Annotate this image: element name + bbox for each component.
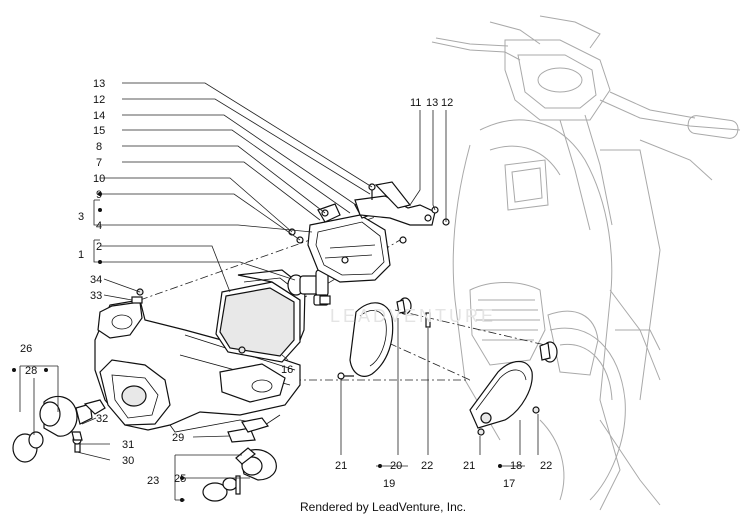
left-indicator: [12, 395, 106, 463]
callout-23: 23: [147, 475, 159, 487]
callout-15: 15: [93, 125, 105, 137]
callout-11: 11: [410, 97, 421, 109]
callout-25: 25: [174, 473, 186, 485]
callout-28: 28: [25, 365, 37, 377]
leader-lines: [19, 82, 539, 501]
callout-31: 31: [122, 439, 134, 451]
callout-30: 30: [122, 455, 134, 467]
callout-21-left: 21: [335, 460, 347, 472]
group-brackets: [12, 192, 502, 502]
callout-13-upper: 13: [426, 97, 438, 109]
callout-20: 20: [390, 460, 402, 472]
callout-19: 19: [383, 478, 395, 490]
watermark: LEADVENTURE: [330, 306, 496, 326]
headlight-bulb: [287, 269, 331, 306]
callout-22-left: 22: [421, 460, 433, 472]
callout-labels: 13 12 14 15 8 7 10 9 3 4 1 2 34 33 11 13…: [20, 78, 552, 490]
callout-12: 12: [93, 94, 105, 106]
side-indicator-right: [469, 341, 558, 436]
callout-21-right: 21: [463, 460, 475, 472]
callout-7: 7: [96, 157, 102, 169]
headlight-housing: [94, 299, 301, 433]
callout-18: 18: [510, 460, 522, 472]
callout-3: 3: [78, 211, 84, 223]
callout-13: 13: [93, 78, 105, 90]
scooter-ghost-outline: [431, 15, 741, 511]
callout-34: 34: [90, 274, 102, 286]
lower-indicator: [202, 417, 277, 502]
front-indicator-left: [337, 297, 431, 380]
callout-29: 29: [172, 432, 184, 444]
callout-17: 17: [503, 478, 515, 490]
callout-10: 10: [93, 173, 105, 185]
callout-33: 33: [90, 290, 102, 302]
callout-14: 14: [93, 110, 105, 122]
callout-2: 2: [96, 241, 102, 253]
callout-4: 4: [96, 220, 102, 232]
callout-9: 9: [96, 189, 102, 201]
callout-12-upper: 12: [441, 97, 453, 109]
callout-26: 26: [20, 343, 32, 355]
callout-22-right: 22: [540, 460, 552, 472]
callout-1: 1: [78, 249, 84, 261]
callout-8: 8: [96, 141, 102, 153]
footer-credit: Rendered by LeadVenture, Inc.: [300, 500, 466, 514]
callout-16: 16: [281, 364, 293, 376]
callout-32: 32: [96, 413, 108, 425]
